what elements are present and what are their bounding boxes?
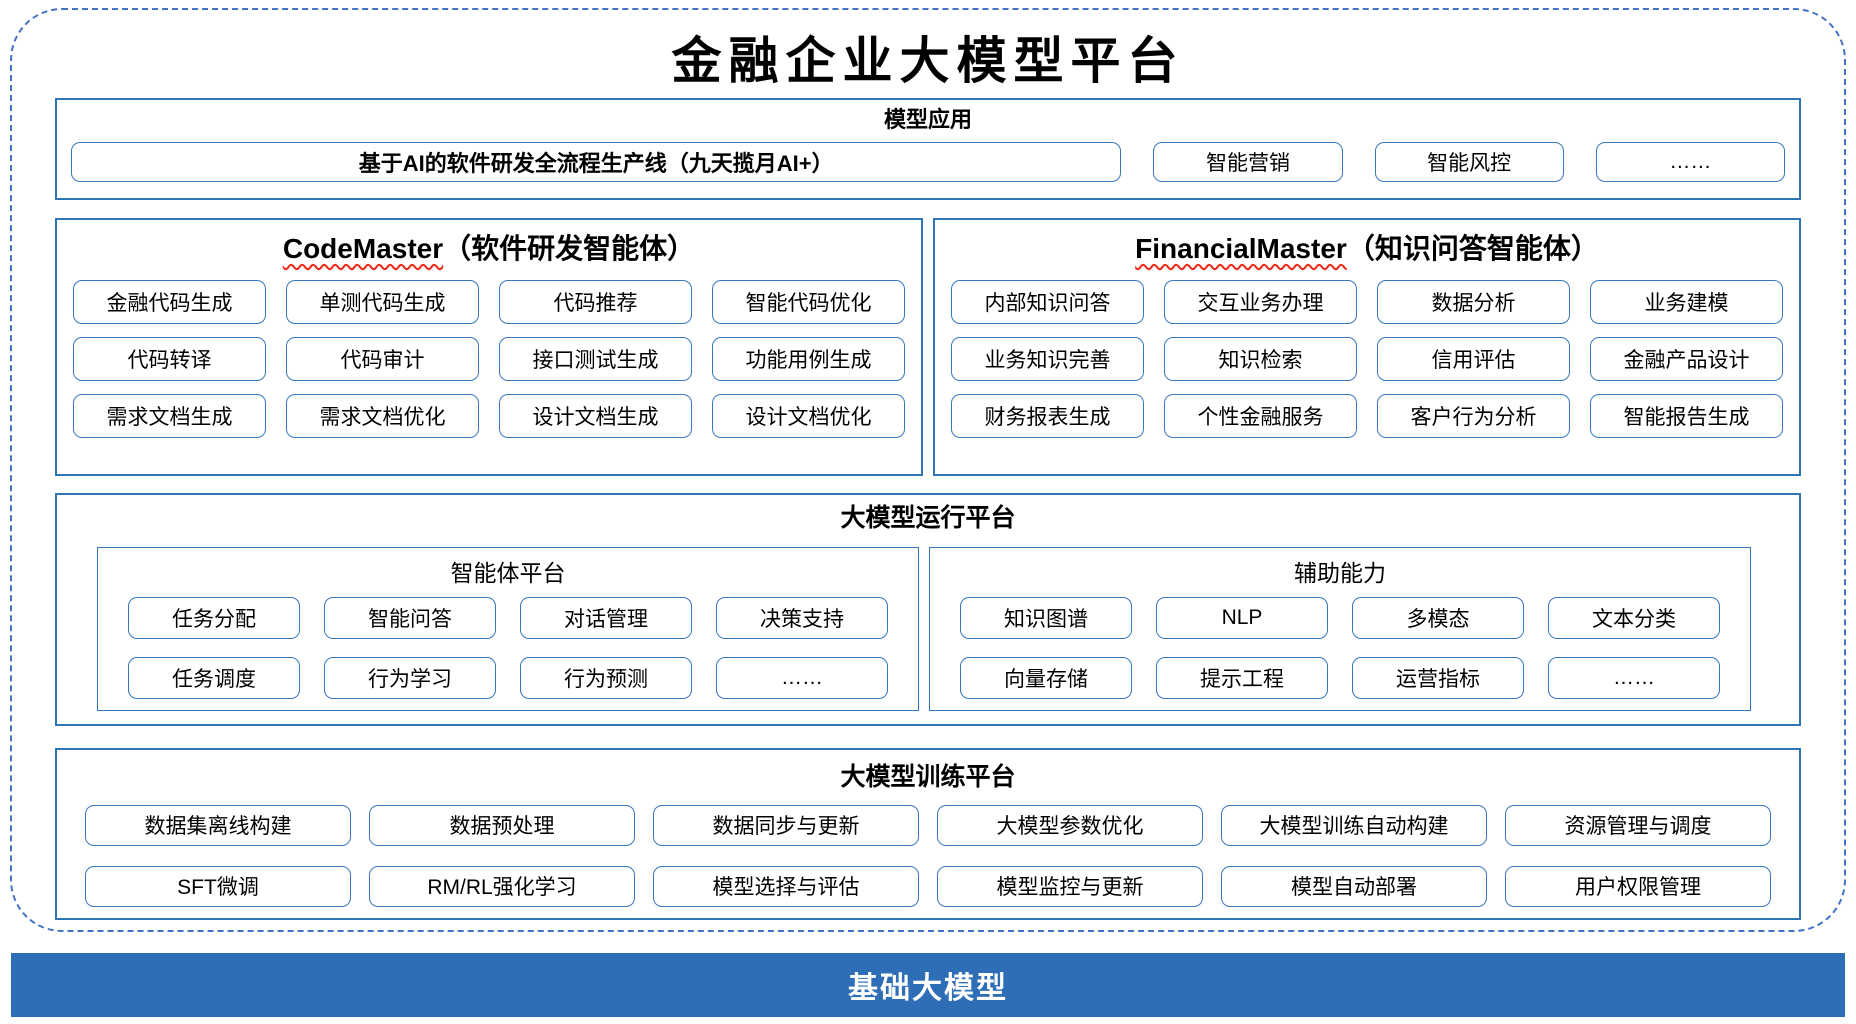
section-runtime-platform: 大模型运行平台 智能体平台 任务分配 智能问答 对话管理 决策支持 任务调度 行… (55, 492, 1801, 726)
model-application-row: 基于AI的软件研发全流程生产线（九天揽月AI+） 智能营销 智能风控 …… (71, 141, 1785, 182)
aux-ability-item: 文本分类 (1548, 596, 1720, 639)
financialmaster-item: 金融产品设计 (1590, 336, 1783, 381)
codemaster-item: 功能用例生成 (712, 336, 905, 381)
codemaster-title: CodeMaster（软件研发智能体） (73, 232, 905, 266)
codemaster-item: 金融代码生成 (73, 279, 266, 324)
aux-ability-item: 知识图谱 (960, 596, 1132, 639)
codemaster-item: 代码推荐 (499, 279, 692, 324)
financialmaster-title: FinancialMaster（知识问答智能体） (951, 232, 1783, 266)
aux-ability-item-ellipsis: …… (1548, 656, 1720, 699)
agent-platform-grid: 任务分配 智能问答 对话管理 决策支持 任务调度 行为学习 行为预测 …… (128, 596, 888, 699)
financialmaster-item: 业务建模 (1590, 279, 1783, 324)
section-codemaster: CodeMaster（软件研发智能体） 金融代码生成 单测代码生成 代码推荐 智… (55, 217, 923, 476)
training-item: 数据集离线构建 (85, 804, 351, 846)
section-financialmaster: FinancialMaster（知识问答智能体） 内部知识问答 交互业务办理 数… (933, 217, 1801, 476)
training-item: 大模型参数优化 (937, 804, 1203, 846)
training-item: RM/RL强化学习 (369, 865, 635, 907)
financialmaster-grid: 内部知识问答 交互业务办理 数据分析 业务建模 业务知识完善 知识检索 信用评估… (951, 279, 1783, 438)
financialmaster-item: 信用评估 (1377, 336, 1570, 381)
training-item: 资源管理与调度 (1505, 804, 1771, 846)
aux-ability-item: 向量存储 (960, 656, 1132, 699)
section-training-platform: 大模型训练平台 数据集离线构建 数据预处理 数据同步与更新 大模型参数优化 大模… (55, 747, 1801, 920)
agent-platform-item: 智能问答 (324, 596, 496, 639)
app-item: 智能风控 (1374, 141, 1564, 182)
financialmaster-title-en: FinancialMaster (1135, 232, 1347, 264)
app-item-pipeline: 基于AI的软件研发全流程生产线（九天揽月AI+） (71, 141, 1122, 182)
financialmaster-item: 个性金融服务 (1164, 393, 1357, 438)
training-item: 数据预处理 (369, 804, 635, 846)
training-grid: 数据集离线构建 数据预处理 数据同步与更新 大模型参数优化 大模型训练自动构建 … (85, 804, 1771, 907)
page-title: 金融企业大模型平台 (671, 31, 1185, 90)
agent-platform-item: 任务分配 (128, 596, 300, 639)
aux-ability-title: 辅助能力 (1294, 559, 1386, 586)
codemaster-item: 需求文档优化 (286, 393, 479, 438)
platform-outline: 金融企业大模型平台 模型应用 基于AI的软件研发全流程生产线（九天揽月AI+） … (10, 8, 1846, 932)
aux-ability-item: NLP (1156, 596, 1328, 639)
training-item: 模型监控与更新 (937, 865, 1203, 907)
financialmaster-item: 内部知识问答 (951, 279, 1144, 324)
aux-ability-grid: 知识图谱 NLP 多模态 文本分类 向量存储 提示工程 运营指标 …… (960, 596, 1720, 699)
agent-platform-item: 对话管理 (520, 596, 692, 639)
codemaster-item: 设计文档生成 (499, 393, 692, 438)
agent-platform-item: 行为学习 (324, 656, 496, 699)
financialmaster-item: 智能报告生成 (1590, 393, 1783, 438)
codemaster-item: 智能代码优化 (712, 279, 905, 324)
aux-ability-item: 提示工程 (1156, 656, 1328, 699)
training-item: 模型自动部署 (1221, 865, 1487, 907)
financialmaster-title-cn: （知识问答智能体） (1346, 232, 1599, 264)
base-model-label: 基础大模型 (848, 972, 1008, 1005)
codemaster-title-en: CodeMaster (282, 232, 444, 264)
agent-platform-item: 行为预测 (520, 656, 692, 699)
codemaster-item: 设计文档优化 (712, 393, 905, 438)
codemaster-item: 单测代码生成 (286, 279, 479, 324)
financialmaster-item: 知识检索 (1164, 336, 1357, 381)
section-model-application: 模型应用 基于AI的软件研发全流程生产线（九天揽月AI+） 智能营销 智能风控 … (55, 97, 1801, 200)
codemaster-item: 代码审计 (286, 336, 479, 381)
training-header: 大模型训练平台 (840, 762, 1016, 791)
codemaster-grid: 金融代码生成 单测代码生成 代码推荐 智能代码优化 代码转译 代码审计 接口测试… (73, 279, 905, 438)
training-item: 模型选择与评估 (653, 865, 919, 907)
financialmaster-item: 客户行为分析 (1377, 393, 1570, 438)
runtime-row: 智能体平台 任务分配 智能问答 对话管理 决策支持 任务调度 行为学习 行为预测… (97, 546, 1751, 711)
agents-row: CodeMaster（软件研发智能体） 金融代码生成 单测代码生成 代码推荐 智… (55, 217, 1801, 476)
aux-ability-item: 多模态 (1352, 596, 1524, 639)
aux-ability-item: 运营指标 (1352, 656, 1524, 699)
model-application-header: 模型应用 (883, 106, 972, 132)
agent-platform-item: 任务调度 (128, 656, 300, 699)
financialmaster-item: 交互业务办理 (1164, 279, 1357, 324)
base-model-bar: 基础大模型 (11, 953, 1845, 1017)
agent-platform-item-ellipsis: …… (716, 656, 888, 699)
codemaster-item: 代码转译 (73, 336, 266, 381)
app-item-ellipsis: …… (1595, 141, 1785, 182)
codemaster-item: 接口测试生成 (499, 336, 692, 381)
financialmaster-item: 数据分析 (1377, 279, 1570, 324)
training-item: 用户权限管理 (1505, 865, 1771, 907)
runtime-header: 大模型运行平台 (840, 503, 1016, 532)
training-item: SFT微调 (85, 865, 351, 907)
codemaster-item: 需求文档生成 (73, 393, 266, 438)
financialmaster-item: 业务知识完善 (951, 336, 1144, 381)
agent-platform-item: 决策支持 (716, 596, 888, 639)
subsection-aux-ability: 辅助能力 知识图谱 NLP 多模态 文本分类 向量存储 提示工程 运营指标 …… (929, 546, 1751, 711)
agent-platform-title: 智能体平台 (450, 559, 566, 586)
subsection-agent-platform: 智能体平台 任务分配 智能问答 对话管理 决策支持 任务调度 行为学习 行为预测… (97, 546, 919, 711)
training-item: 数据同步与更新 (653, 804, 919, 846)
training-item: 大模型训练自动构建 (1221, 804, 1487, 846)
app-item: 智能营销 (1153, 141, 1343, 182)
financialmaster-item: 财务报表生成 (951, 393, 1144, 438)
codemaster-title-cn: （软件研发智能体） (443, 232, 696, 264)
